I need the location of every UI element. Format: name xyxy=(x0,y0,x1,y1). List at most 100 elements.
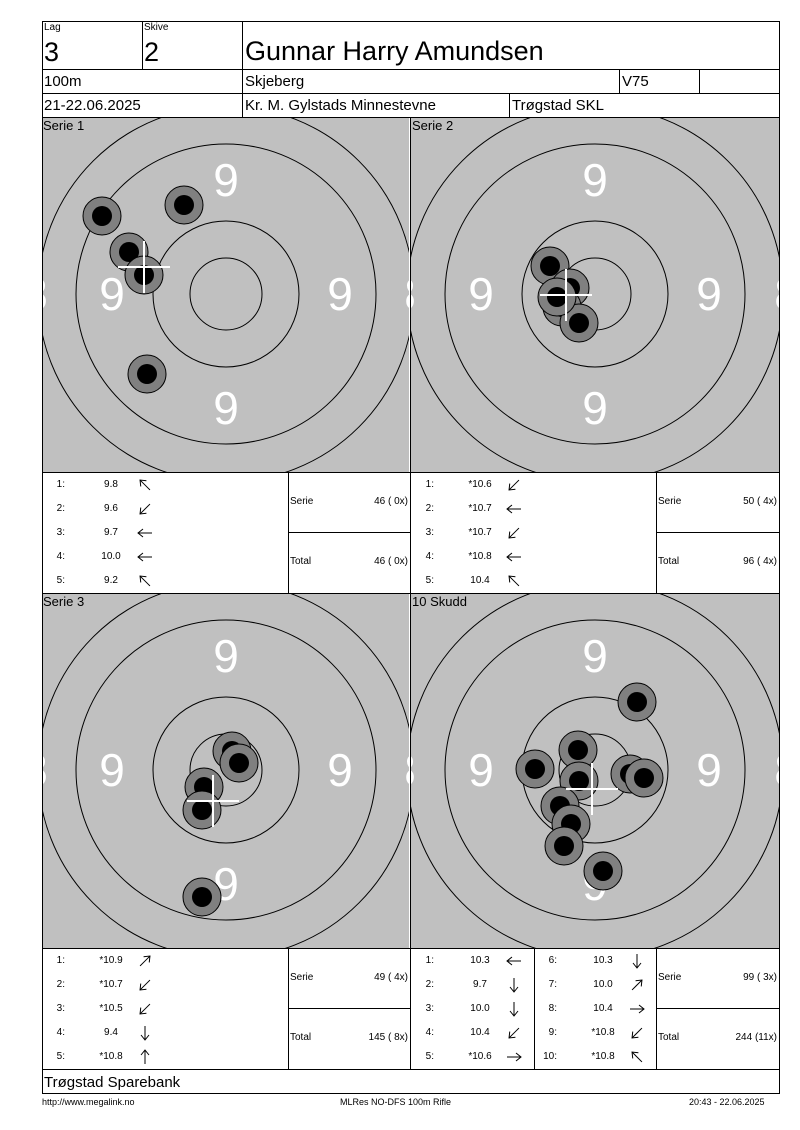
shot-hole xyxy=(544,826,584,866)
direction-arrow-icon xyxy=(632,954,642,969)
panel-title-10-skudd: 10 Skudd xyxy=(412,594,467,609)
direction-arrow-icon xyxy=(506,552,521,562)
lag-label: Lag xyxy=(44,22,61,33)
distance: 100m xyxy=(44,73,82,90)
sponsor: Trøgstad Sparebank xyxy=(44,1074,181,1091)
shot-row: 2:*10.7 xyxy=(43,979,153,995)
direction-arrow-icon xyxy=(140,1049,150,1064)
class: V75 xyxy=(622,73,649,90)
shot-row: 5:*10.8 xyxy=(43,1049,153,1067)
shot-value: 10.0 xyxy=(470,1003,490,1014)
shot-number: 2: xyxy=(425,503,434,514)
ring-label-8: 8 xyxy=(404,268,409,320)
serie-label-4: Serie xyxy=(658,972,682,983)
shot-row: 7: 10.0 xyxy=(535,979,645,995)
shot-row: 4:9.4 xyxy=(43,1026,153,1043)
shot-row: 4: 10.0 xyxy=(43,551,153,567)
serie-value-4: 99 ( 3x) xyxy=(743,972,777,983)
total-label-1: Total xyxy=(290,556,312,567)
target-ring-3 xyxy=(75,619,377,921)
ring-label-8: 8 xyxy=(582,594,608,598)
shot-value: 10.0 xyxy=(101,551,121,562)
direction-arrow-icon xyxy=(139,979,151,991)
serie-label-2: Serie xyxy=(658,496,682,507)
direction-arrow-icon xyxy=(508,575,520,587)
target-face: 99998888 xyxy=(43,118,409,472)
shot-row: 4: 10.4 xyxy=(412,1027,522,1043)
ring-label-8: 8 xyxy=(404,744,409,796)
shot-number: 4: xyxy=(56,551,65,562)
shot-value: 9.2 xyxy=(104,575,118,586)
shot-value: 10.4 xyxy=(470,1027,490,1038)
shot-value: *10.6 xyxy=(468,479,492,490)
target-serie-2: 99998888 xyxy=(411,118,779,472)
shot-number: 3: xyxy=(56,1003,65,1014)
direction-arrow-icon xyxy=(507,1052,522,1062)
shot-number: 2: xyxy=(425,979,434,990)
direction-arrow-icon xyxy=(139,1003,151,1015)
shot-hole xyxy=(617,682,657,722)
footer-timestamp: 20:43 - 22.06.2025 xyxy=(689,1097,765,1107)
direction-arrow-icon xyxy=(509,1002,519,1017)
total-value-3: 145 ( 8x) xyxy=(368,1032,408,1043)
total-value-4: 244 (11x) xyxy=(735,1032,777,1043)
direction-arrow-icon xyxy=(509,978,519,993)
shot-number: 4: xyxy=(56,1027,65,1038)
shot-row: 3:*10.7 xyxy=(412,527,522,543)
ring-label-9: 9 xyxy=(582,630,608,682)
shot-row: 10:*10.8 xyxy=(535,1051,645,1067)
direction-arrow-icon xyxy=(508,1027,520,1039)
target-ring-3 xyxy=(444,619,746,921)
direction-arrow-icon xyxy=(631,1051,643,1063)
footer-url[interactable]: http://www.megalink.no xyxy=(42,1097,135,1107)
shot-value: *10.8 xyxy=(591,1051,615,1062)
direction-arrow-icon xyxy=(139,503,151,515)
total-label-3: Total xyxy=(290,1032,312,1043)
shot-number: 7: xyxy=(548,979,557,990)
target-ring-3 xyxy=(75,143,377,445)
shot-value: 10.3 xyxy=(593,955,613,966)
shot-hole xyxy=(558,730,598,770)
event-name: Kr. M. Gylstads Minnestevne xyxy=(245,97,436,114)
shot-value: 9.7 xyxy=(473,979,487,990)
shot-number: 5: xyxy=(425,575,434,586)
shot-number: 8: xyxy=(548,1003,557,1014)
shot-value: 10.4 xyxy=(470,575,490,586)
ring-label-9: 9 xyxy=(582,154,608,206)
group-center-cross xyxy=(118,241,170,293)
lag-value: 3 xyxy=(44,37,60,67)
date: 21-22.06.2025 xyxy=(44,97,141,114)
shot-number: 2: xyxy=(56,503,65,514)
shot-number: 1: xyxy=(56,955,65,966)
shot-row: 3:10.0 xyxy=(412,1002,522,1019)
shot-value: *10.8 xyxy=(99,1051,123,1062)
shot-number: 6: xyxy=(548,955,557,966)
location: Skjeberg xyxy=(245,73,305,90)
direction-arrow-icon xyxy=(137,528,152,538)
target-face: 99998888 xyxy=(411,118,779,472)
direction-arrow-icon xyxy=(506,956,521,966)
shot-row: 2: 9.7 xyxy=(412,978,522,995)
direction-arrow-icon xyxy=(139,479,151,491)
target-ring-3 xyxy=(444,143,746,445)
club-name: Trøgstad SKL xyxy=(512,97,604,114)
ring-label-9: 9 xyxy=(327,268,353,320)
direction-arrow-icon xyxy=(140,1026,150,1041)
direction-arrow-icon xyxy=(631,979,643,991)
shot-value: *10.5 xyxy=(99,1003,123,1014)
shot-hole xyxy=(164,185,204,225)
shot-number: 5: xyxy=(425,1051,434,1062)
shot-value: 10.0 xyxy=(593,979,613,990)
direction-arrow-icon xyxy=(139,955,151,967)
panel-title-serie-2: Serie 2 xyxy=(412,118,454,133)
ring-label-8: 8 xyxy=(582,944,608,948)
shot-hole xyxy=(182,877,222,917)
ring-label-9: 9 xyxy=(99,744,125,796)
serie-value-3: 49 ( 4x) xyxy=(374,972,408,983)
total-value-2: 96 ( 4x) xyxy=(743,556,777,567)
ring-label-8: 8 xyxy=(582,468,608,472)
ring-label-9: 9 xyxy=(468,744,494,796)
shot-row: 9:*10.8 xyxy=(535,1027,645,1043)
shot-number: 4: xyxy=(425,1027,434,1038)
ring-label-9: 9 xyxy=(213,382,239,434)
